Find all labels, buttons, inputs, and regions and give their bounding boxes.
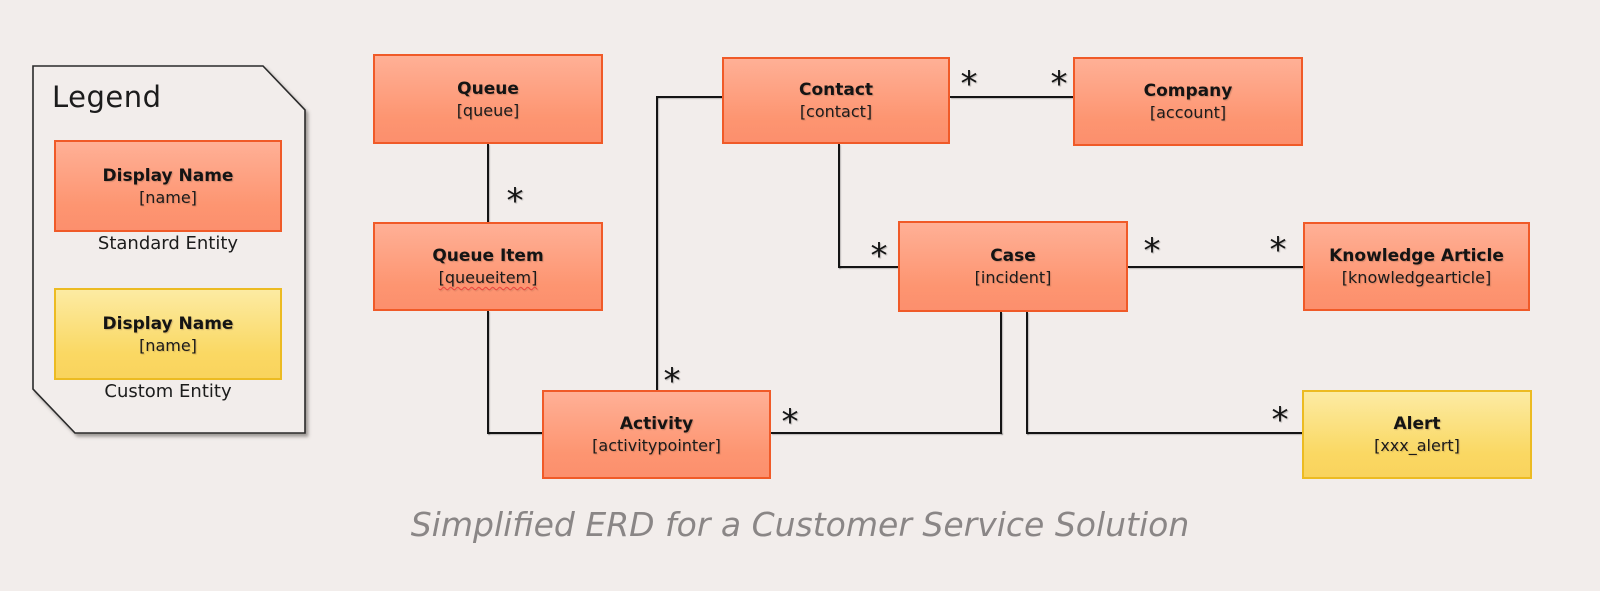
legend-custom-label: Custom Entity xyxy=(104,381,232,402)
connector-case-activity-h xyxy=(771,432,1002,434)
entity-box-queue: Queue [queue] xyxy=(373,54,603,144)
entity-box-contact: Contact [contact] xyxy=(722,57,950,144)
legend-title: Legend xyxy=(52,80,162,114)
legend-custom-display-name: Display Name xyxy=(102,313,234,334)
entity-logical-name: [queue] xyxy=(456,100,520,120)
diagram-caption: Simplified ERD for a Customer Service So… xyxy=(410,505,1190,544)
connector-queueitem-activity-v xyxy=(487,311,489,434)
entity-box-queue-item: Queue Item [queueitem] xyxy=(373,222,603,311)
connector-case-alert-h xyxy=(1026,432,1302,434)
legend-custom-logical-name: [name] xyxy=(139,335,197,355)
many-marker-case-left: * xyxy=(870,236,888,277)
entity-box-knowledge-article: Knowledge Article [knowledgearticle] xyxy=(1303,222,1530,311)
entity-name: Activity xyxy=(619,414,694,434)
many-marker-company-left: * xyxy=(1050,64,1068,105)
many-marker-queueitem: * xyxy=(506,181,524,222)
connector-contact-company xyxy=(950,96,1073,98)
many-marker-case-right: * xyxy=(1143,231,1161,272)
entity-logical-name: [xxx_alert] xyxy=(1374,436,1460,455)
many-marker-contact-right: * xyxy=(960,64,978,105)
entity-logical-name: [activitypointer] xyxy=(592,436,721,455)
entity-name: Contact xyxy=(798,80,874,100)
entity-box-case: Case [incident] xyxy=(898,221,1128,312)
connector-contact-activity-h xyxy=(656,96,722,98)
many-marker-alert-left: * xyxy=(1271,400,1289,441)
connector-queue-queueitem xyxy=(487,144,489,222)
connector-contact-case-v xyxy=(838,144,840,268)
legend-standard-logical-name: [name] xyxy=(139,187,197,207)
legend-standard-display-name: Display Name xyxy=(102,165,234,186)
entity-name: Queue Item xyxy=(432,246,544,266)
legend-custom-entity-sample: Display Name [name] xyxy=(54,288,282,380)
connector-case-knowledgearticle xyxy=(1128,266,1303,268)
entity-name: Company xyxy=(1143,81,1233,101)
entity-logical-name: [queueitem] xyxy=(438,268,538,287)
entity-box-alert: Alert [xxx_alert] xyxy=(1302,390,1532,479)
connector-contact-case-h xyxy=(838,266,898,268)
connector-case-activity-v xyxy=(1000,312,1002,434)
entity-box-company: Company [account] xyxy=(1073,57,1303,146)
connector-case-alert-v xyxy=(1026,312,1028,434)
legend-standard-entity-sample: Display Name [name] xyxy=(54,140,282,232)
entity-name: Knowledge Article xyxy=(1329,246,1504,266)
entity-name: Alert xyxy=(1393,414,1441,434)
entity-box-activity: Activity [activitypointer] xyxy=(542,390,771,479)
entity-logical-name: [knowledgearticle] xyxy=(1341,268,1492,287)
connector-contact-activity-v xyxy=(656,96,658,390)
entity-logical-name: [incident] xyxy=(974,268,1052,287)
entity-logical-name: [contact] xyxy=(799,102,873,121)
entity-logical-name: [account] xyxy=(1149,103,1227,122)
many-marker-knowledge-left: * xyxy=(1269,230,1287,271)
entity-name: Queue xyxy=(457,78,519,99)
many-marker-activity-right: * xyxy=(781,402,799,443)
many-marker-activity-top: * xyxy=(663,361,681,402)
connector-queueitem-activity-h xyxy=(487,432,544,434)
legend-standard-label: Standard Entity xyxy=(97,233,239,254)
entity-name: Case xyxy=(990,246,1036,266)
